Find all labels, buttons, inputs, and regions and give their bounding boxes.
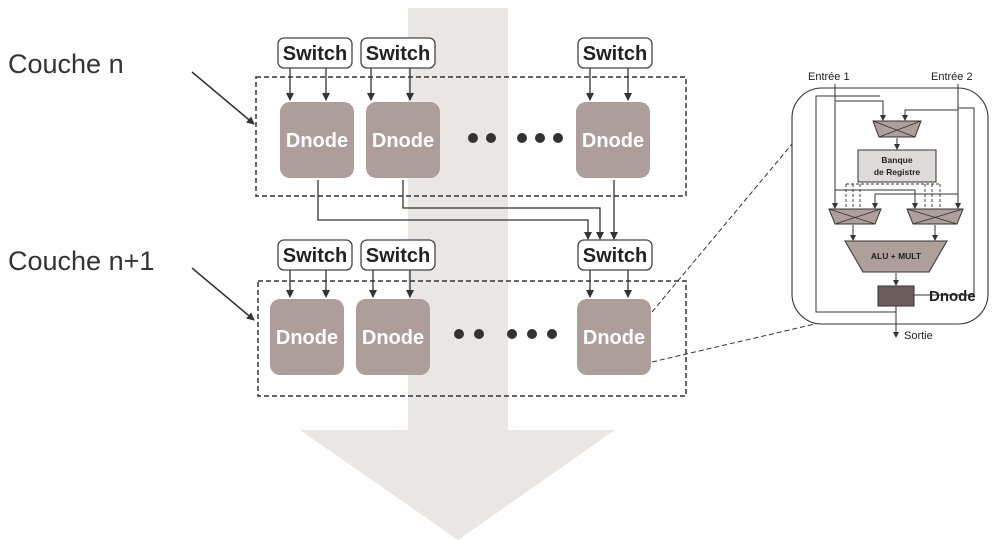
ellipsis-n1 xyxy=(454,329,557,339)
dnode-label: Dnode xyxy=(362,327,424,349)
switch-label: Switch xyxy=(366,43,430,65)
switch-label: Switch xyxy=(366,245,430,267)
switch-n1-1: Switch xyxy=(277,239,353,271)
alu-label: ALU + MULT xyxy=(871,251,922,261)
dnode-detail: Entrée 1 Entrée 2 xyxy=(791,71,989,342)
dnode-n1-3: Dnode xyxy=(577,299,651,375)
register-output-lines xyxy=(845,183,941,208)
output-label: Sortie xyxy=(904,330,933,342)
dnode-n-2: Dnode xyxy=(366,102,440,178)
dnode-n1-2: Dnode xyxy=(356,299,430,375)
switch-n1-3: Switch xyxy=(577,239,653,271)
dnode-label: Dnode xyxy=(286,130,348,152)
alu-mult: ALU + MULT xyxy=(844,240,948,273)
switch-to-dnode-arrows-n xyxy=(286,68,632,101)
dnode-label: Dnode xyxy=(372,130,434,152)
top-mux xyxy=(872,120,922,138)
switch-to-dnode-arrows-n1 xyxy=(286,270,632,298)
switch-label: Switch xyxy=(283,245,347,267)
switch-label: Switch xyxy=(583,245,647,267)
switch-n-3: Switch xyxy=(577,37,653,69)
zoom-guide-lines xyxy=(651,119,833,363)
detail-wiring xyxy=(815,84,975,338)
layer-n1-pointer-arrow xyxy=(191,267,255,321)
cross-layer-routing xyxy=(317,180,618,240)
switch-n-1: Switch xyxy=(277,37,353,69)
dnode-label: Dnode xyxy=(276,327,338,349)
output-register xyxy=(877,285,915,307)
dnode-label: Dnode xyxy=(582,130,644,152)
dnode-detail-tag: Dnode xyxy=(929,288,976,305)
left-mux xyxy=(828,208,882,225)
dnode-n-1: Dnode xyxy=(280,102,354,178)
input-1-label: Entrée 1 xyxy=(808,71,850,83)
dnode-label: Dnode xyxy=(583,327,645,349)
switch-n1-2: Switch xyxy=(360,239,436,271)
register-label-2: de Registre xyxy=(874,167,921,177)
layer-n-pointer-arrow xyxy=(191,71,255,125)
layer-label-n1: Couche n+1 xyxy=(8,246,154,276)
layer-label-n: Couche n xyxy=(8,49,124,79)
flow-arrow xyxy=(300,8,615,540)
dnode-n1-1: Dnode xyxy=(270,299,344,375)
layer-n-frame xyxy=(255,76,687,197)
switch-label: Switch xyxy=(583,43,647,65)
switch-n-2: Switch xyxy=(360,37,436,69)
layer-n1-frame xyxy=(257,280,687,397)
right-mux xyxy=(906,208,964,225)
register-label-1: Banque xyxy=(881,155,912,165)
switch-label: Switch xyxy=(283,43,347,65)
input-2-label: Entrée 2 xyxy=(931,71,973,83)
register-bank: Banque de Registre xyxy=(857,149,937,183)
dnode-n-3: Dnode xyxy=(576,102,650,178)
ellipsis-n xyxy=(468,133,563,143)
